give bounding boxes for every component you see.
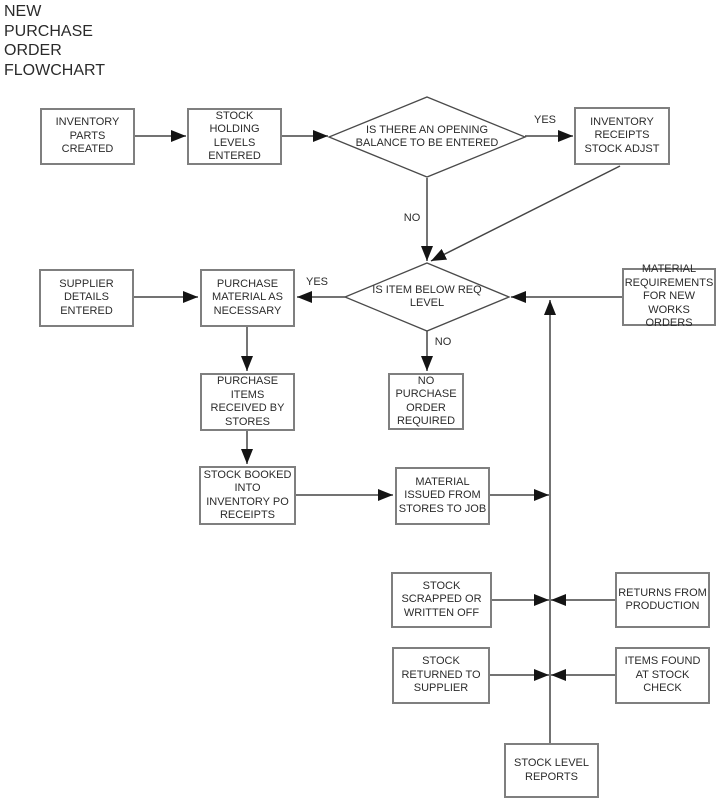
page-title: NEW PURCHASE ORDER FLOWCHART (4, 3, 106, 79)
decision-opening-balance-shape (327, 96, 527, 178)
node-inventory-receipts-stock-adjst: INVENTORY RECEIPTS STOCK ADJST (574, 107, 670, 165)
node-material-requirements-new-works-orders: MATERIAL REQUIREMENTS FOR NEW WORKS ORDE… (622, 263, 716, 329)
edge-label-opening-no: NO (403, 212, 421, 224)
node-material-issued-from-stores-to-job: MATERIAL ISSUED FROM STORES TO JOB (395, 467, 490, 525)
edge-label-below-yes: YES (305, 276, 328, 288)
edge-label-opening-yes: YES (533, 114, 556, 126)
node-stock-level-reports: STOCK LEVEL REPORTS (504, 743, 599, 798)
node-items-found-at-stock-check: ITEMS FOUND AT STOCK CHECK (615, 647, 710, 704)
node-supplier-details-entered: SUPPLIER DETAILS ENTERED (39, 269, 134, 327)
node-inventory-parts-created: INVENTORY PARTS CREATED (40, 108, 135, 165)
edge-receipts-to-below-decision (430, 165, 621, 262)
edge-label-below-no: NO (434, 336, 452, 348)
node-stock-booked-into-inventory-po-receipts: STOCK BOOKED INTO INVENTORY PO RECEIPTS (199, 466, 296, 525)
node-stock-returned-to-supplier: STOCK RETURNED TO SUPPLIER (392, 647, 490, 704)
node-no-purchase-order-required: NO PURCHASE ORDER REQUIRED (388, 373, 464, 430)
node-returns-from-production: RETURNS FROM PRODUCTION (615, 572, 710, 628)
node-stock-scrapped-or-written-off: STOCK SCRAPPED OR WRITTEN OFF (391, 572, 492, 628)
decision-below-req-level-shape (343, 262, 511, 332)
node-stock-holding-levels-entered: STOCK HOLDING LEVELS ENTERED (187, 108, 282, 165)
node-purchase-material-as-necessary: PURCHASE MATERIAL AS NECESSARY (200, 269, 295, 327)
node-purchase-items-received-by-stores: PURCHASE ITEMS RECEIVED BY STORES (200, 373, 295, 431)
